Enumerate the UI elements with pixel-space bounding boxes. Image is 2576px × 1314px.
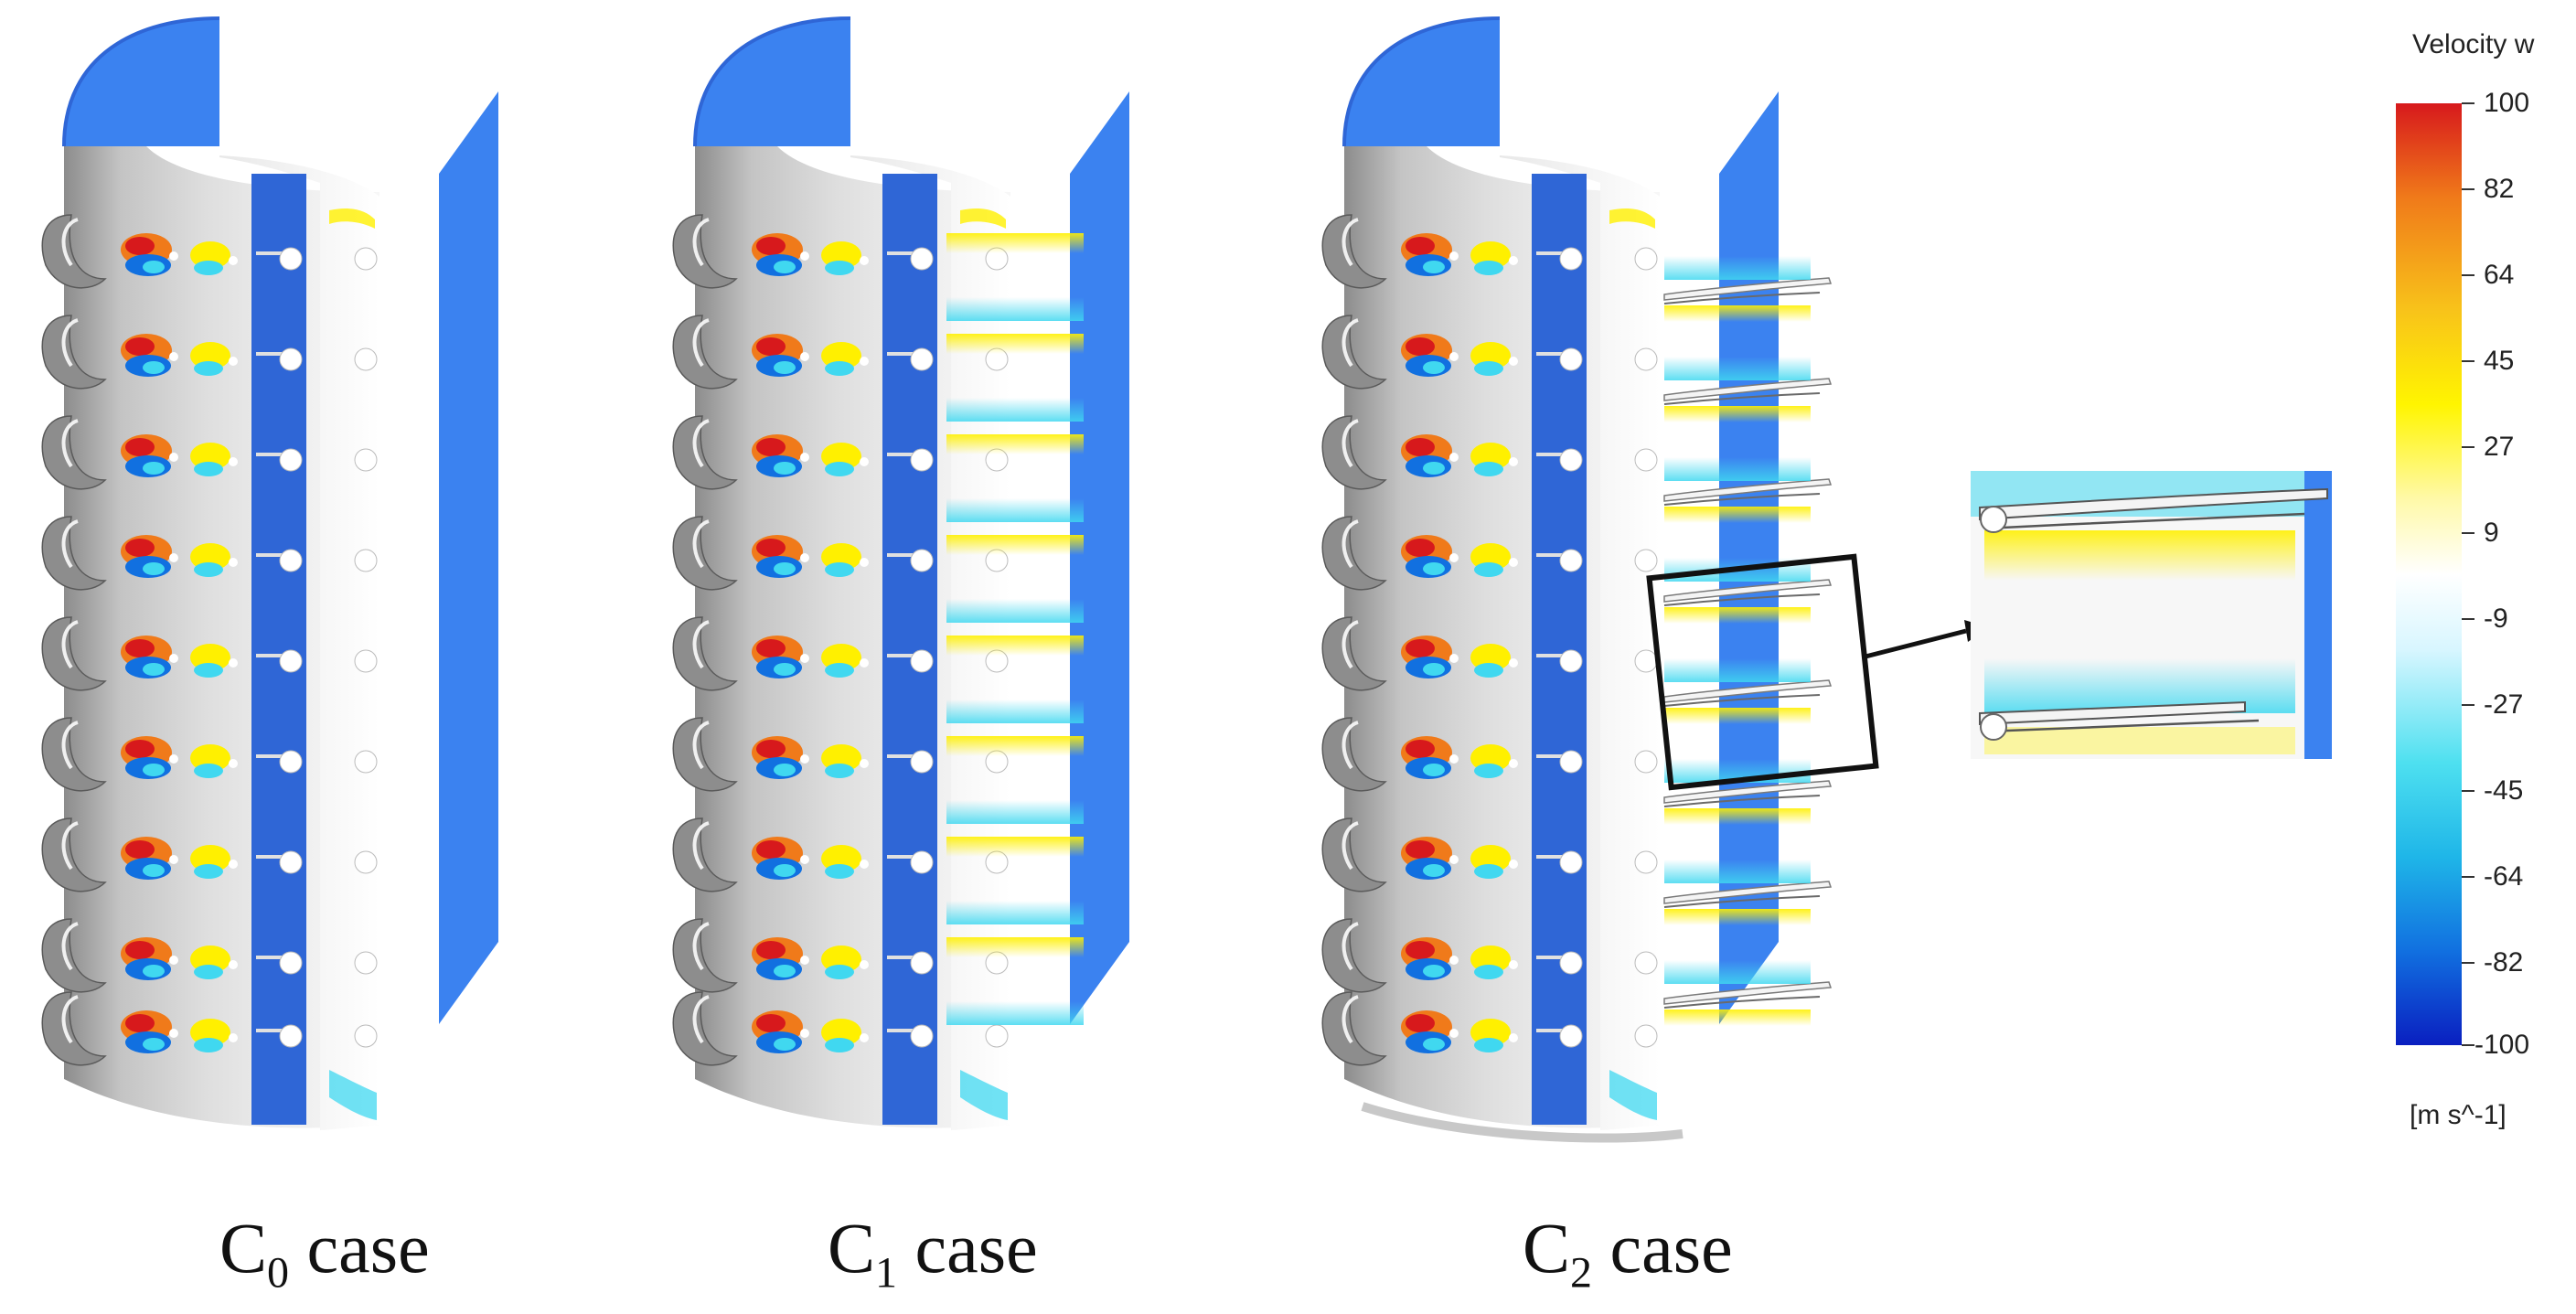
- colorbar-tick: 27: [2484, 432, 2515, 462]
- cylinder-c2: [1320, 16, 1832, 1143]
- colorbar-tick: 82: [2484, 174, 2515, 204]
- colorbar-tick-marks: [2462, 102, 2474, 1046]
- colorbar: [2396, 103, 2462, 1045]
- colorbar-tick: 64: [2484, 260, 2515, 290]
- zoom-inset: [1971, 471, 2332, 759]
- colorbar-tick: 9: [2484, 518, 2499, 548]
- highlight-box: [1646, 553, 1879, 791]
- zoom-arrow: [1865, 628, 1967, 659]
- case-label-c0: C0 case: [219, 1208, 430, 1298]
- cylinder-c0: [40, 16, 500, 1132]
- colorbar-tick: 45: [2484, 346, 2515, 376]
- colorbar-tick: -9: [2484, 604, 2508, 634]
- case-label-c1: C1 case: [828, 1208, 1038, 1298]
- colorbar-tick: -45: [2484, 775, 2524, 806]
- colorbar-unit: [m s^-1]: [2410, 1100, 2507, 1130]
- colorbar-tick: -64: [2484, 861, 2524, 892]
- colorbar-tick: -100: [2474, 1030, 2530, 1060]
- colorbar-title: Velocity w: [2412, 29, 2535, 59]
- colorbar-tick: -27: [2484, 689, 2524, 720]
- colorbar-tick: 100: [2484, 88, 2530, 118]
- case-label-c2: C2 case: [1523, 1208, 1733, 1298]
- colorbar-tick: -82: [2484, 947, 2524, 977]
- cylinder-c1: [671, 16, 1131, 1132]
